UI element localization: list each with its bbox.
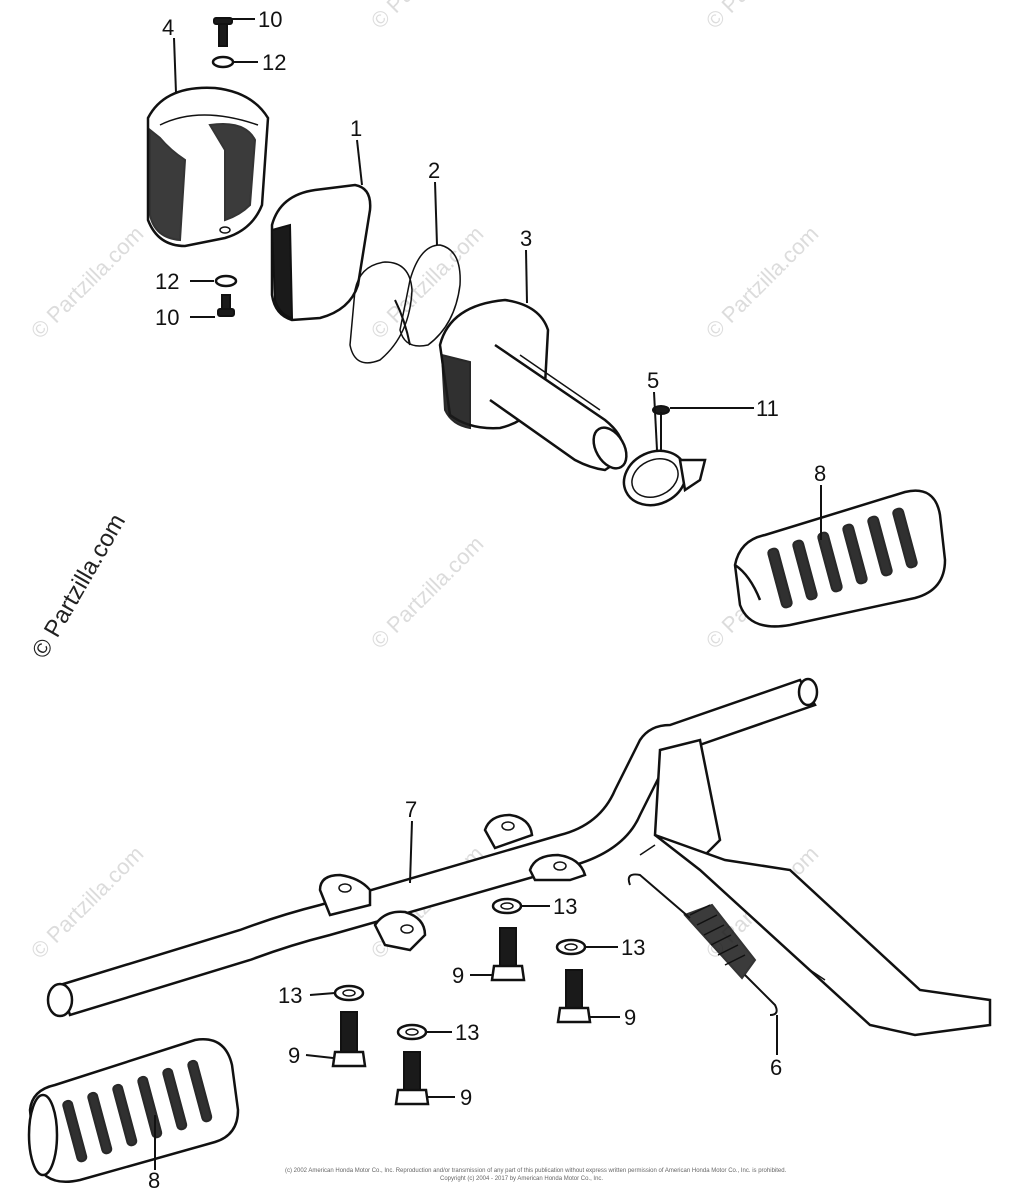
callout-13-d: 13: [455, 1020, 479, 1045]
part-12-washer-top: [211, 55, 235, 69]
callout-13-b: 13: [621, 935, 645, 960]
part-10-screw-bottom: [217, 294, 235, 317]
callout-8-upper: 8: [814, 461, 826, 486]
part-12-washer-bottom: [214, 274, 238, 288]
leader-lines: [154, 18, 822, 1170]
footer-line-1: (c) 2002 American Honda Motor Co., Inc. …: [285, 1168, 787, 1174]
callout-12-top: 12: [262, 50, 286, 75]
callout-10-bottom: 10: [155, 305, 179, 330]
part-3-body: [438, 298, 628, 472]
callout-9-d: 9: [460, 1085, 472, 1110]
part-13-washer: [333, 984, 365, 1002]
part-9-bolt: [394, 1051, 430, 1106]
watermark: © Partzilla.com: [26, 841, 149, 964]
watermark: © Partzilla.com: [701, 0, 824, 34]
watermark: © Partzilla.com: [26, 221, 149, 344]
part-2-gasket: [349, 244, 461, 364]
part-4-housing: [146, 86, 270, 248]
callouts: 4 10 12 1 2 3 12 10 5 11 8 7 13 13 9 13 …: [148, 7, 826, 1193]
callout-10-top: 10: [258, 7, 282, 32]
part-8-grip-lower: [27, 1038, 240, 1183]
callout-1: 1: [350, 116, 362, 141]
part-11-screw: [652, 405, 670, 450]
part-13-washer: [396, 1023, 428, 1041]
footer: (c) 2002 American Honda Motor Co., Inc. …: [285, 1168, 787, 1182]
part-8-grip-upper: [733, 489, 947, 628]
callout-13-a: 13: [553, 894, 577, 919]
callout-3: 3: [520, 226, 532, 251]
part-10-screw-top: [213, 17, 233, 47]
callout-6: 6: [770, 1055, 782, 1080]
part-5-clamp: [622, 449, 707, 507]
watermark: © Partzilla.com: [701, 221, 824, 344]
part-13-washer: [555, 938, 587, 956]
part-13-washer: [491, 897, 523, 915]
part-7-frame: [46, 677, 992, 1037]
part-6-spring: [627, 873, 778, 1016]
part-9-bolt: [556, 969, 592, 1024]
part-9-bolt: [490, 927, 526, 982]
callout-9-b: 9: [624, 1005, 636, 1030]
watermark-large: © Partzilla.com: [27, 509, 131, 663]
callout-5: 5: [647, 368, 659, 393]
callout-4: 4: [162, 15, 174, 40]
callout-9-c: 9: [288, 1043, 300, 1068]
callout-13-c: 13: [278, 983, 302, 1008]
callout-7: 7: [405, 797, 417, 822]
callout-8-lower: 8: [148, 1168, 160, 1193]
footer-line-2: Copyright (c) 2004 - 2017 by American Ho…: [440, 1176, 603, 1182]
watermark: © Partzilla.com: [366, 0, 489, 34]
callout-2: 2: [428, 158, 440, 183]
part-1-lens: [270, 183, 372, 322]
callout-11: 11: [756, 396, 779, 421]
watermark: © Partzilla.com: [366, 531, 489, 654]
callout-9-a: 9: [452, 963, 464, 988]
callout-12-bottom: 12: [155, 269, 179, 294]
part-9-bolt: [331, 1011, 367, 1068]
